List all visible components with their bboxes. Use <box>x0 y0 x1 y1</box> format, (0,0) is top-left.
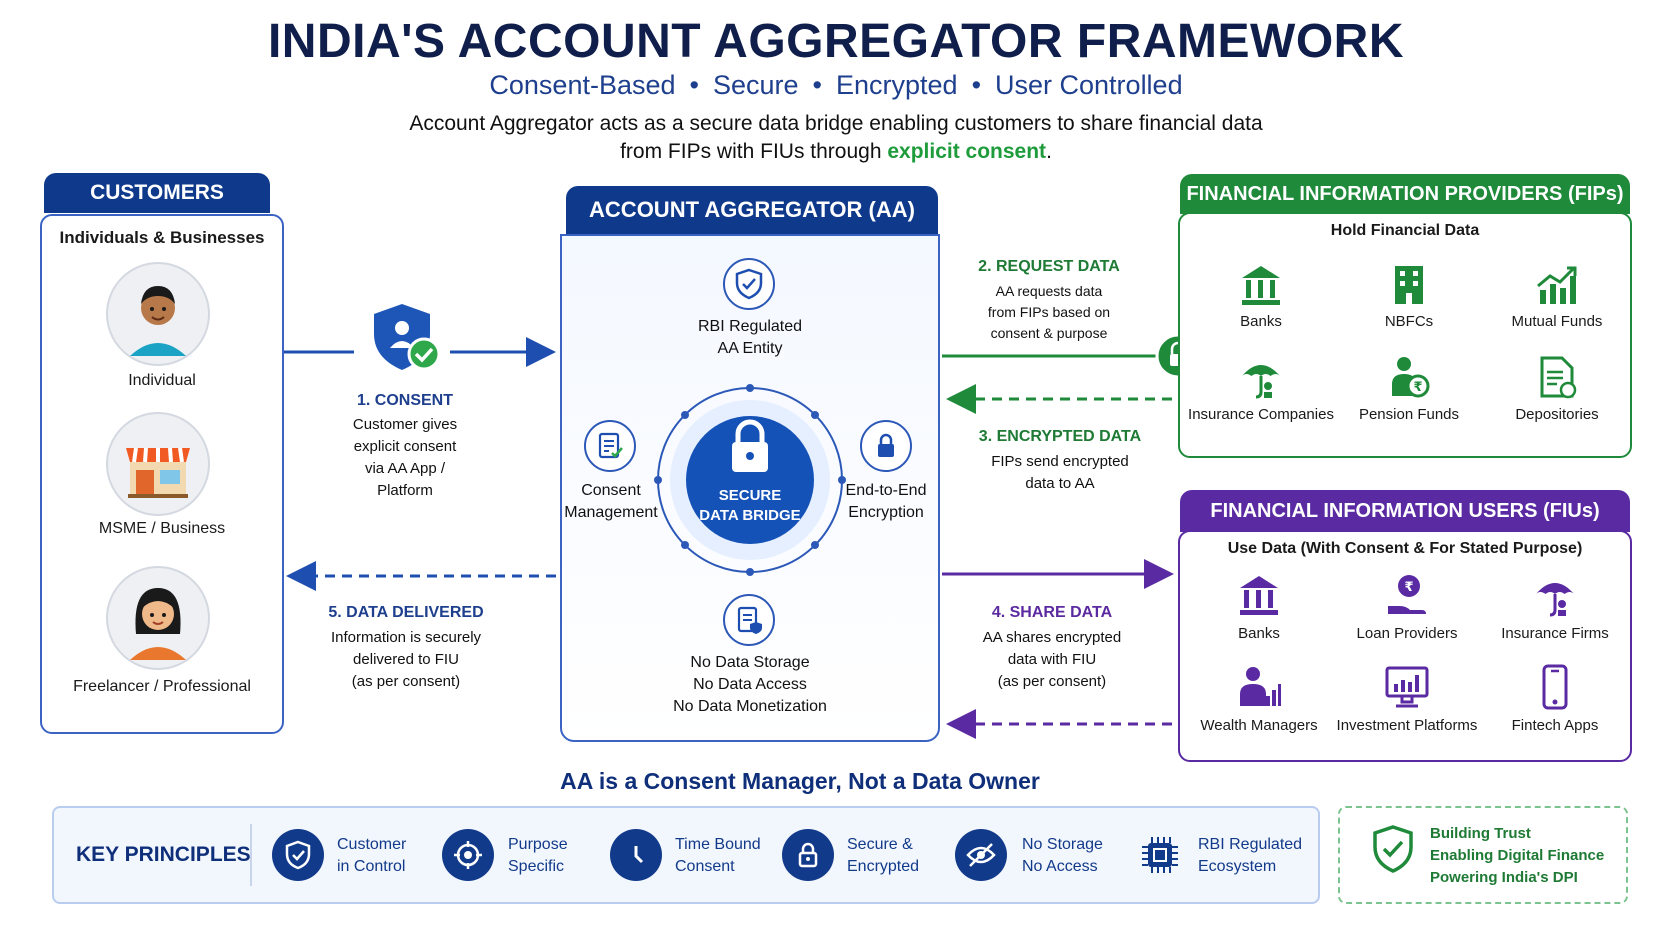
customers-subtitle: Individuals & Businesses <box>59 228 265 247</box>
subtitle-part: Consent-Based <box>489 70 676 100</box>
principle-rbi-regulated: RBI Regulated Ecosystem <box>1198 836 1303 875</box>
delivered-step-text: Information is securely delivered to FIU… <box>330 629 482 690</box>
subtitle-part: Encrypted <box>835 70 958 100</box>
customer-label-msme: MSME / Business <box>98 520 226 537</box>
key-principles-title: KEY PRINCIPLES <box>76 843 251 866</box>
principle-secure-encrypted: Secure & Encrypted <box>847 836 920 875</box>
freelancer-avatar <box>106 566 210 670</box>
document-icon <box>1534 354 1580 405</box>
fiu-label-loan-providers: Loan Providers <box>1356 625 1458 642</box>
fip-label-mutual-funds: Mutual Funds <box>1511 313 1603 330</box>
fiu-label-wealth-managers: Wealth Managers <box>1200 717 1318 734</box>
phone-icon <box>1532 664 1578 715</box>
fip-label-depositories: Depositories <box>1515 406 1599 423</box>
customer-label-individual: Individual <box>128 372 196 389</box>
explicit-consent-highlight: explicit consent <box>887 140 1047 163</box>
shield-icon <box>272 829 324 881</box>
key-principles-panel <box>52 806 1320 904</box>
svg-text:₹: ₹ <box>1404 580 1413 595</box>
consent-shield-icon <box>366 298 446 378</box>
individual-avatar <box>106 262 210 366</box>
fiu-label-insurance-firms: Insurance Firms <box>1501 625 1609 642</box>
fiu-label-investment-platforms: Investment Platforms <box>1336 717 1478 734</box>
fip-panel <box>1178 212 1632 458</box>
fip-label-nbfcs: NBFCs <box>1384 313 1434 330</box>
request-step-text: AA requests data from FIPs based on cons… <box>987 283 1111 341</box>
consent-management-icon <box>584 420 636 472</box>
fiu-panel <box>1178 530 1632 762</box>
fiu-subtitle: Use Data (With Consent & For Stated Purp… <box>1227 540 1583 557</box>
eye-off-icon <box>955 829 1007 881</box>
fip-label-pension: Pension Funds <box>1358 406 1460 423</box>
umbrella-icon <box>1532 572 1578 623</box>
consent-step-title: 1. CONSENT <box>356 392 453 409</box>
page-subtitle: Consent-Based•Secure•Encrypted•User Cont… <box>489 70 1183 100</box>
bridge-ring <box>654 384 846 576</box>
no-storage-icon <box>723 594 775 646</box>
building-icon <box>1386 262 1432 313</box>
principle-time-bound: Time Bound Consent <box>675 836 761 875</box>
wealth-icon <box>1236 664 1282 715</box>
trust-panel <box>1338 806 1628 904</box>
fip-label-insurance: Insurance Companies <box>1188 406 1334 423</box>
clock-icon <box>610 829 662 881</box>
consent-management-label: Consent Management <box>564 482 658 521</box>
delivered-step-title: 5. DATA DELIVERED <box>328 604 484 621</box>
fiu-title: FINANCIAL INFORMATION USERS (FIUs) <box>1180 490 1630 532</box>
target-icon <box>442 829 494 881</box>
encrypted-step-text: FIPs send encrypted data to AA <box>991 453 1129 492</box>
monitor-chart-icon <box>1384 664 1430 715</box>
encryption-label: End-to-End Encryption <box>845 482 927 521</box>
bank-icon <box>1236 572 1282 623</box>
fiu-label-fintech-apps: Fintech Apps <box>1511 717 1599 734</box>
svg-text:₹: ₹ <box>1413 380 1422 395</box>
principle-customer-control: Customer in Control <box>337 836 407 875</box>
loan-icon: ₹ <box>1384 572 1430 623</box>
chip-icon <box>1134 829 1186 881</box>
tagline: AA is a Consent Manager, Not a Data Owne… <box>560 768 1040 794</box>
aa-title: ACCOUNT AGGREGATOR (AA) <box>566 186 938 234</box>
rbi-regulated-label: RBI Regulated AA Entity <box>697 318 803 357</box>
encrypted-step-title: 3. ENCRYPTED DATA <box>978 428 1142 445</box>
subtitle-part: User Controlled <box>995 70 1183 100</box>
description: Account Aggregator acts as a secure data… <box>409 112 1263 163</box>
fip-label-banks: Banks <box>1240 313 1282 330</box>
divider <box>250 824 252 886</box>
principle-no-storage: No Storage No Access <box>1022 836 1103 875</box>
share-step-text: AA shares encrypted data with FIU (as pe… <box>982 629 1122 690</box>
bank-icon <box>1238 262 1284 313</box>
no-data-label: No Data Storage No Data Access No Data M… <box>673 654 827 715</box>
trust-text: Building Trust Enabling Digital Finance … <box>1430 825 1605 886</box>
fiu-label-banks: Banks <box>1238 625 1280 642</box>
consent-step-text: Customer gives explicit consent via AA A… <box>352 416 458 499</box>
principle-purpose-specific: Purpose Specific <box>508 836 568 875</box>
fip-subtitle: Hold Financial Data <box>1330 222 1480 239</box>
request-step-title: 2. REQUEST DATA <box>978 258 1120 275</box>
secure-data-bridge-label: SECURE DATA BRIDGE <box>699 487 801 524</box>
share-step-title: 4. SHARE DATA <box>991 604 1113 621</box>
umbrella-icon <box>1238 354 1284 405</box>
fip-title: FINANCIAL INFORMATION PROVIDERS (FIPs) <box>1180 174 1630 214</box>
customer-label-freelancer: Freelancer / Professional <box>73 678 251 695</box>
encryption-lock-icon <box>860 420 912 472</box>
lock-icon <box>782 829 834 881</box>
subtitle-part: Secure <box>712 70 799 100</box>
pension-icon: ₹ <box>1386 354 1432 405</box>
page-title: INDIA'S ACCOUNT AGGREGATOR FRAMEWORK <box>267 15 1405 68</box>
growth-chart-icon <box>1534 262 1580 313</box>
rbi-shield-icon <box>723 258 775 310</box>
trust-shield-icon <box>1370 824 1416 879</box>
customers-title: CUSTOMERS <box>44 173 270 213</box>
msme-shop-icon <box>106 412 210 516</box>
